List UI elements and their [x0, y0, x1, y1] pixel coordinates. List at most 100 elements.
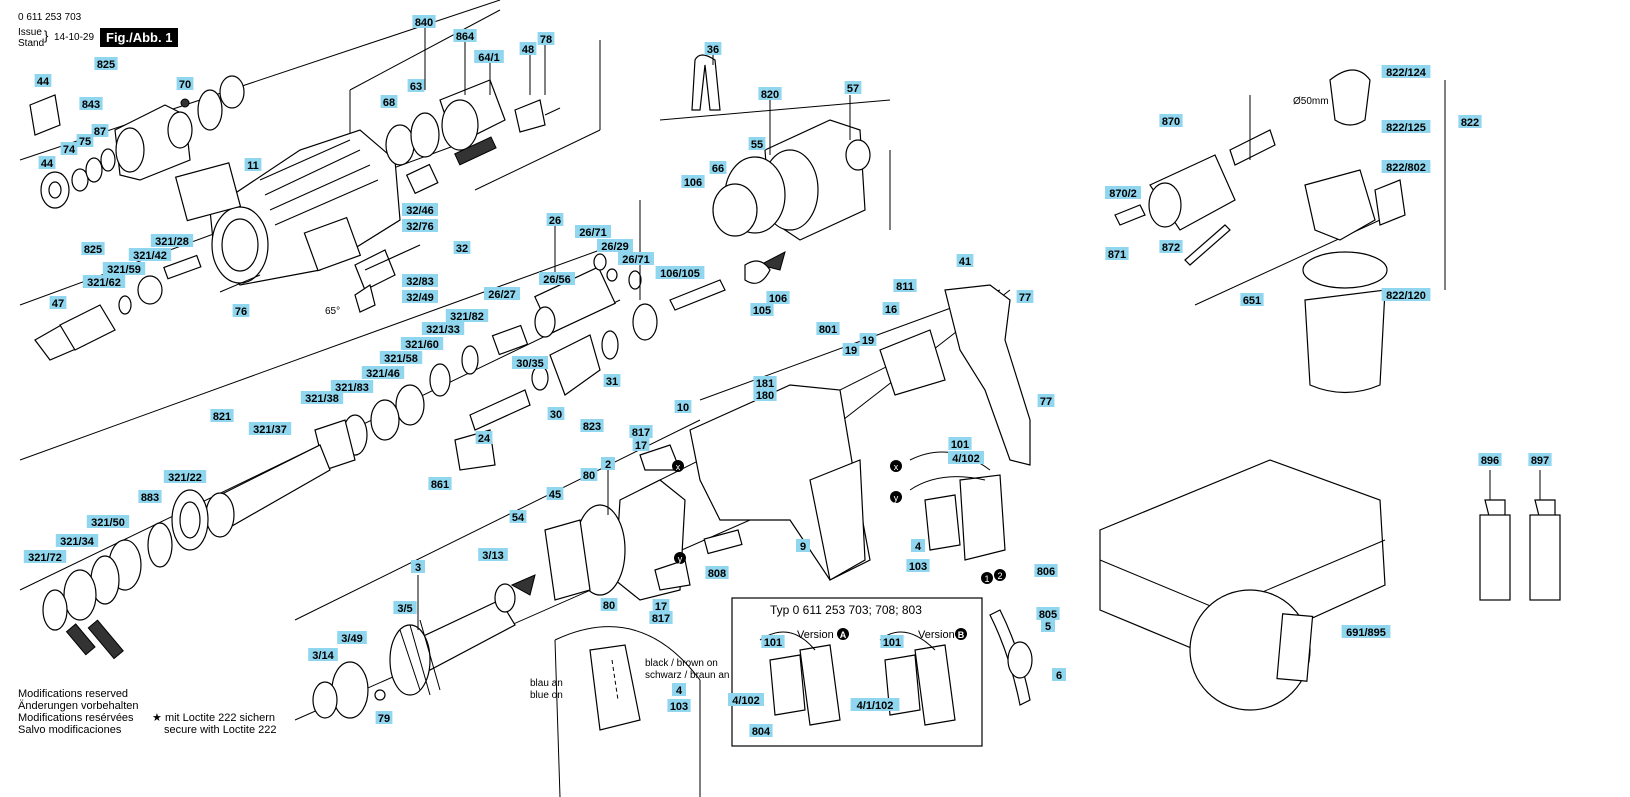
part-callout-c66: 180	[753, 388, 777, 402]
callout-number: 41	[959, 256, 971, 268]
note-line: Salvo modificaciones	[18, 724, 122, 736]
marker-2: 2	[997, 571, 1002, 581]
part-callout-c29: 36	[704, 42, 722, 56]
callout-badge	[308, 648, 338, 661]
part-callout-c57: 321/37	[248, 422, 292, 436]
loctite-en: secure with Loctite 222	[164, 724, 277, 736]
callout-number: 10	[677, 402, 689, 414]
wiring-left-en: blue on	[530, 690, 563, 701]
part-callout-c11: 63	[407, 79, 425, 93]
callout-number: 321/62	[87, 277, 121, 289]
callout-number: 691/895	[1346, 627, 1386, 639]
callout-badge	[597, 239, 633, 252]
part-callout-c7: 44	[34, 74, 52, 88]
callout-number: 32/76	[406, 221, 434, 233]
part-callout-c49: 321/83	[330, 380, 374, 394]
marker-x: x	[676, 462, 681, 472]
part-callout-c94: 3/14	[308, 648, 338, 662]
callout-badge	[176, 77, 194, 90]
callout-number: 31	[606, 376, 618, 388]
part-callout-c54: 24	[475, 431, 493, 445]
callout-number: 48	[522, 44, 534, 56]
callout-number: 3/5	[397, 603, 412, 615]
part-callout-c30: 820	[758, 87, 782, 101]
callout-badge	[445, 309, 489, 322]
callout-badge	[138, 490, 162, 503]
callout-badge	[81, 242, 105, 255]
callout-number: 24	[478, 433, 491, 445]
callout-number: 87	[94, 126, 106, 138]
part-callout-c70: 811	[893, 279, 917, 293]
callout-number: 101	[883, 637, 901, 649]
part-callout-c92: 3/5	[393, 601, 417, 615]
callout-number: 36	[707, 44, 719, 56]
callout-badge	[1381, 160, 1431, 173]
part-callout-c18: 32/76	[402, 219, 438, 233]
part-callout-c76: 77	[1037, 394, 1055, 408]
callout-badge	[1341, 625, 1391, 638]
keyed-chuck	[1114, 129, 1381, 306]
callout-badge	[478, 548, 508, 561]
callout-badge	[248, 422, 292, 435]
callout-number: 4/102	[952, 453, 980, 465]
callout-badge	[38, 156, 56, 169]
part-callout-c56: 821	[210, 409, 234, 423]
callout-badge	[1159, 240, 1183, 253]
chuck-assembly	[29, 75, 245, 209]
part-callout-c71: 16	[882, 302, 900, 316]
callout-number: 3/49	[341, 633, 362, 645]
callout-badge	[400, 337, 444, 350]
callout-badge	[475, 431, 493, 444]
callout-badge	[34, 74, 52, 87]
callout-badge	[519, 42, 537, 55]
part-callout-c44: 321/82	[445, 309, 489, 323]
callout-badge	[906, 559, 930, 572]
part-callout-c3: 78	[537, 32, 555, 46]
callout-number: 321/37	[253, 424, 287, 436]
callout-number: 11	[247, 160, 259, 172]
part-callout-c33: 66	[709, 161, 727, 175]
marker-y: y	[678, 554, 683, 564]
callout-number: 871	[1108, 249, 1126, 261]
part-callout-c115: 822/802	[1381, 160, 1431, 174]
callout-badge	[681, 175, 705, 188]
callout-badge	[163, 470, 207, 483]
part-callout-c47: 321/58	[379, 351, 423, 365]
callout-badge	[49, 296, 67, 309]
part-callout-c114: 822	[1458, 115, 1482, 129]
part-callout-c79: 4	[911, 539, 925, 553]
note-line: Modifications reserved	[18, 688, 129, 700]
callout-number: 26/71	[579, 227, 607, 239]
part-callout-c5: 48	[519, 42, 537, 56]
auxiliary-handle	[1302, 69, 1406, 394]
part-callout-c65: 181	[753, 376, 777, 390]
callout-badge	[674, 400, 692, 413]
part-callout-c112: 822/124	[1381, 65, 1431, 79]
callout-number: 101	[764, 637, 782, 649]
version-box-title: Typ 0 611 253 703; 708; 803	[770, 603, 922, 617]
callout-badge	[76, 134, 94, 147]
star-icon: ★	[152, 712, 162, 724]
callout-number: 821	[213, 411, 231, 423]
callout-number: 103	[670, 701, 688, 713]
callout-badge	[652, 599, 670, 612]
callout-number: 77	[1040, 396, 1052, 408]
callout-badge	[748, 137, 766, 150]
callout-badge	[1034, 564, 1058, 577]
part-callout-c73: 19	[859, 333, 877, 347]
callout-number: 825	[84, 244, 102, 256]
callout-number: 106	[684, 177, 702, 189]
callout-number: 66	[712, 163, 724, 175]
callout-badge	[546, 213, 564, 226]
callout-number: 820	[761, 89, 779, 101]
callout-badge	[1016, 290, 1034, 303]
part-callout-c100: 4	[672, 683, 686, 697]
marker-1: 1	[984, 574, 989, 584]
callout-badge	[750, 303, 774, 316]
callout-badge	[911, 539, 925, 552]
callout-number: 45	[549, 489, 561, 501]
part-callout-c116: 822/120	[1381, 288, 1431, 302]
callout-badge	[672, 683, 686, 696]
diameter-label: Ø50mm	[1293, 96, 1329, 107]
part-callout-c15: 44	[38, 156, 56, 170]
